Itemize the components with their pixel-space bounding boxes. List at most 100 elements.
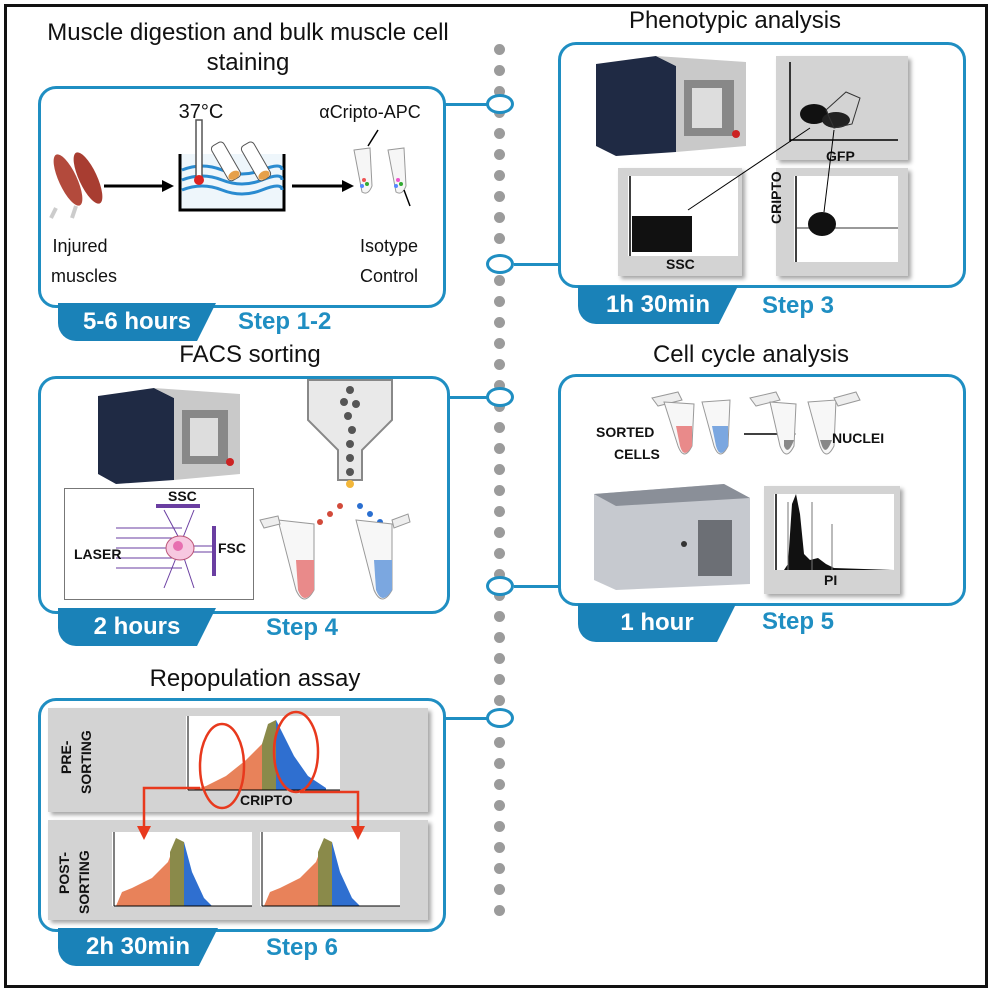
title-cell-cycle: Cell cycle analysis [652,341,850,368]
timeline-dot [494,758,505,769]
connector-panel1 [444,103,488,106]
sorted-droplets-icon [259,503,411,600]
time-tab-step-5: 1 hour [578,604,736,642]
timeline-node-4 [486,576,514,596]
histogram-post-sorting-left [112,832,252,907]
facs-machine-icon [98,388,240,484]
timeline-node-3 [486,387,514,407]
arrow-to-digestion-icon [104,180,174,192]
plot-bg-gfp [776,56,908,160]
timeline-dot [494,65,505,76]
muscles-icon [49,152,103,219]
fsc-label: FSC [218,540,246,556]
cell-analyzer-icon [594,484,750,590]
ssc-label: SSC [168,488,197,504]
timeline-dot [494,191,505,202]
timeline-dot [494,905,505,916]
timeline-dot [494,170,505,181]
timeline-dot [494,863,505,874]
injured-label: Injured [52,236,108,256]
step-label-3: Step 3 [762,292,835,319]
timeline-dot [494,506,505,517]
ssc-axis-label: SSC [666,256,695,272]
timeline-node-5 [486,708,514,728]
timeline-node-1 [486,94,514,114]
timeline-dot [494,884,505,895]
timeline-dot [494,800,505,811]
laser-inset [64,488,254,600]
title-repopulation: Repopulation assay [149,665,361,692]
time-tab-step-1-2: 5-6 hours [58,303,216,341]
timeline-dot [494,443,505,454]
time-tab-step-3: 1h 30min [578,286,738,324]
control-label: Control [359,266,419,286]
connector-panel5 [444,717,488,720]
connector-panel3 [448,396,488,399]
timeline-dot [494,44,505,55]
timeline-dot [494,212,505,223]
timeline-dot [494,317,505,328]
dot-plot-gfp [789,62,898,142]
time-tab-step-4: 2 hours [58,608,216,646]
timeline-dot [494,128,505,139]
timeline-dot [494,695,505,706]
timeline-dot [494,674,505,685]
histogram-post-sorting-right [260,832,400,907]
nuclei-label: NUCLEI [832,430,885,446]
flow-cytometer-icon [596,56,746,156]
isotype-label: Isotype [359,236,419,256]
connector-panel4 [514,585,560,588]
timeline-dot [494,779,505,790]
timeline-dot [494,380,505,391]
timeline-dot [494,611,505,622]
timeline-dot [494,149,505,160]
sorted-tubes-icon [651,391,861,455]
timeline-dot [494,422,505,433]
laser-label: LASER [74,546,122,562]
timeline-dot [494,275,505,286]
pi-axis-label: PI [824,572,838,588]
cripto-histogram-label: CRIPTO [240,792,293,808]
timeline-dot [494,653,505,664]
timeline-dot [494,821,505,832]
time-tab-step-6: 2h 30min [58,928,218,966]
timeline-dot [494,464,505,475]
figure-frame [4,4,988,988]
dot-plot-ssc [628,176,738,256]
title-facs: FACS sorting [179,341,321,368]
muscles-label: muscles [50,266,117,286]
sorting-nozzle-icon [307,379,393,488]
step-label-4: Step 4 [266,614,339,641]
timeline-dot [494,842,505,853]
step-label-6: Step 6 [266,934,339,961]
timeline-node-2 [486,254,514,274]
timeline-dot [494,359,505,370]
step-label-1-2: Step 1-2 [238,308,332,335]
water-bath-icon [178,119,286,212]
sorted-label: SORTED [596,424,655,440]
temp-label: 37°C [178,101,224,123]
dot-plot-cripto [794,176,898,262]
stained-tubes-icon [353,129,411,207]
timeline-dot [494,527,505,538]
timeline-dot [494,632,505,643]
timeline-dot [494,569,505,580]
timeline-dot [494,485,505,496]
timeline-dot [494,233,505,244]
title-phenotypic: Phenotypic analysis [628,7,842,34]
gfp-axis-label: GFP [826,148,855,164]
title-muscle-digestion: Muscle digestion and bulk muscle cell st… [47,19,449,76]
arrow-to-staining-icon [292,180,354,192]
laser-scatter-diagram [116,504,216,589]
timeline-dot [494,86,505,97]
cells-label: CELLS [614,446,660,462]
connector-panel2 [514,263,560,266]
timeline-dot [494,737,505,748]
antibody-label: αCripto-APC [319,102,421,122]
step-label-5: Step 5 [762,608,835,635]
timeline-dot [494,296,505,307]
histogram-pi [774,494,894,570]
timeline-dot [494,548,505,559]
